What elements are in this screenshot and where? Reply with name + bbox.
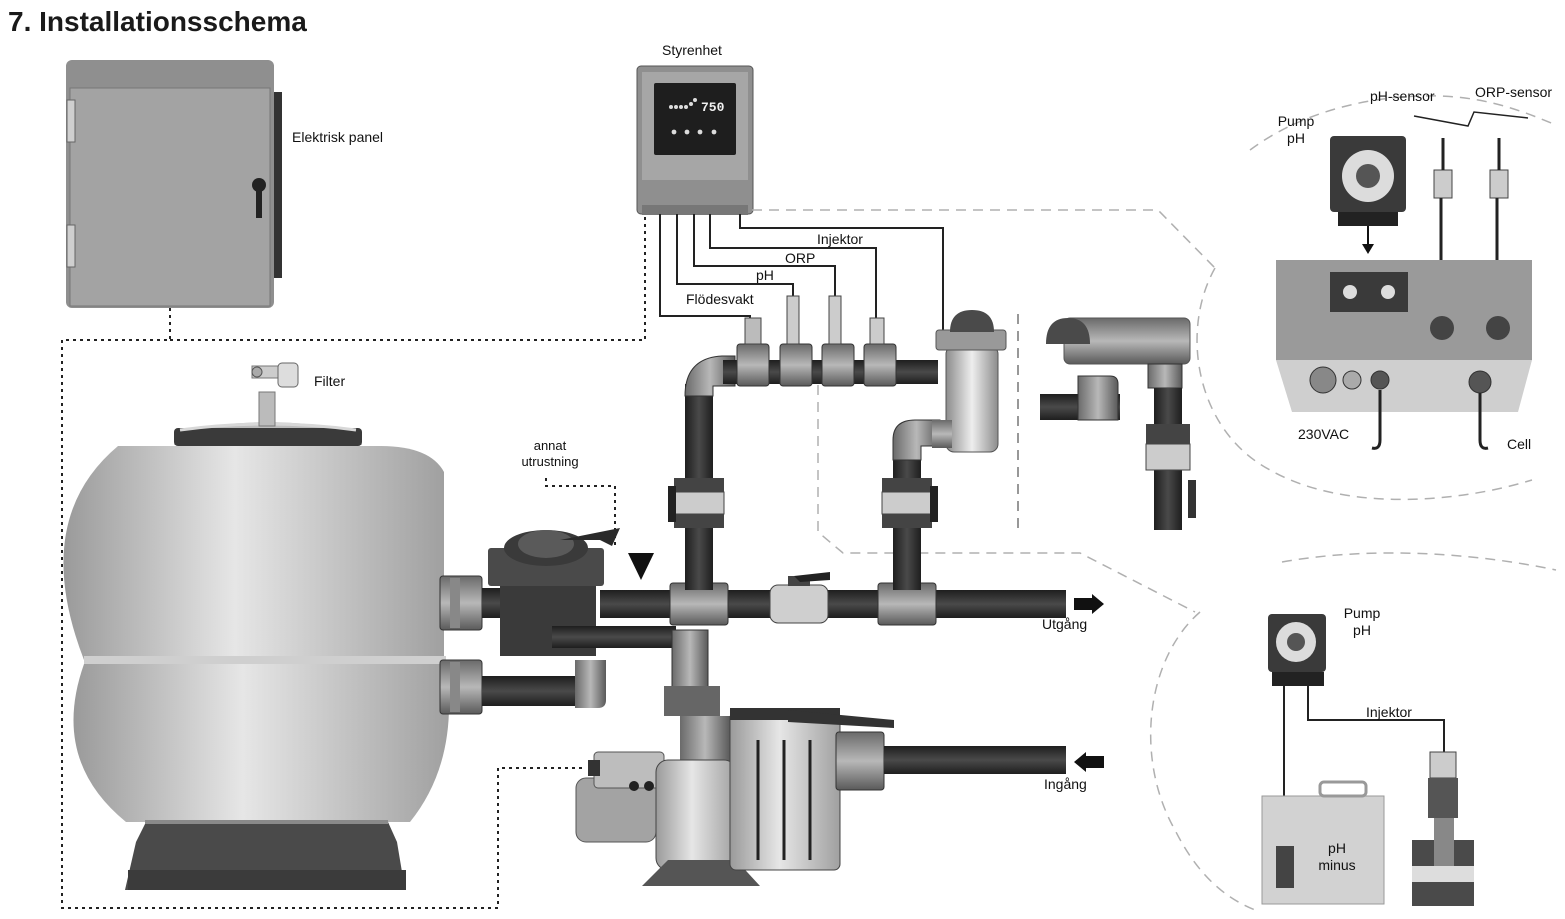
- pump-ph-top-line-1: Pump: [1277, 113, 1315, 129]
- injector-label: Injektor: [817, 231, 863, 247]
- display-value: 750: [701, 100, 725, 115]
- control-unit: 750: [636, 65, 754, 215]
- orp-label: ORP: [785, 250, 816, 266]
- ph-sensor-label: pH-sensor: [1370, 88, 1435, 104]
- inlet-arrow: [1074, 752, 1104, 772]
- vac-label: 230VAC: [1298, 426, 1350, 442]
- pump-ph-bottom-line-1: Pump: [1343, 605, 1381, 621]
- circulation-pump: [575, 629, 1066, 886]
- injector-bottom-label: Injektor: [1366, 704, 1412, 720]
- dashed-guides: [752, 95, 1557, 911]
- ph-label: pH: [756, 267, 774, 283]
- detail-pump-injector: [1261, 614, 1474, 906]
- filter-tank: [63, 362, 450, 890]
- pump-ph-top-line-2: pH: [1287, 130, 1305, 146]
- electrolysis-cell: [932, 310, 1007, 453]
- orp-sensor-label: ORP-sensor: [1475, 84, 1553, 100]
- control-unit-label: Styrenhet: [662, 42, 722, 58]
- other-equipment-label: annat utrustning: [520, 438, 580, 470]
- filter-label: Filter: [314, 373, 346, 389]
- main-fittings: [669, 572, 937, 626]
- outlet-label: Utgång: [1042, 616, 1088, 632]
- multiport-valve: [488, 528, 676, 656]
- sensor-fittings: [736, 295, 897, 387]
- inlet-label: Ingång: [1044, 776, 1087, 792]
- detail-pump-sensors: [1276, 111, 1532, 450]
- other-equipment-arrow: [628, 553, 654, 580]
- ph-minus-line-2: minus: [1318, 857, 1356, 873]
- tank-connections: [439, 575, 606, 715]
- outlet-arrow: [1074, 594, 1104, 614]
- ph-minus-line-1: pH: [1328, 840, 1346, 856]
- cell-label: Cell: [1507, 436, 1532, 452]
- bypass-loop: [668, 355, 941, 590]
- electrical-panel-label: Elektrisk panel: [292, 129, 384, 145]
- flow-switch-label: Flödesvakt: [686, 291, 754, 307]
- pump-ph-bottom-line-2: pH: [1353, 622, 1371, 638]
- other-equipment-line-1: annat: [533, 438, 567, 453]
- other-equipment-line-2: utrustning: [521, 454, 579, 469]
- panel-wiring: [61, 217, 646, 909]
- control-cables: [659, 214, 944, 330]
- pump-ph-top-label: Pump pH: [1272, 113, 1320, 147]
- cell-detail: [1040, 317, 1196, 530]
- pump-ph-bottom-label: Pump pH: [1338, 605, 1386, 639]
- electrical-panel: [66, 60, 282, 308]
- ph-minus-label: pH minus: [1310, 840, 1364, 874]
- page-title: 7. Installationsschema: [8, 6, 307, 37]
